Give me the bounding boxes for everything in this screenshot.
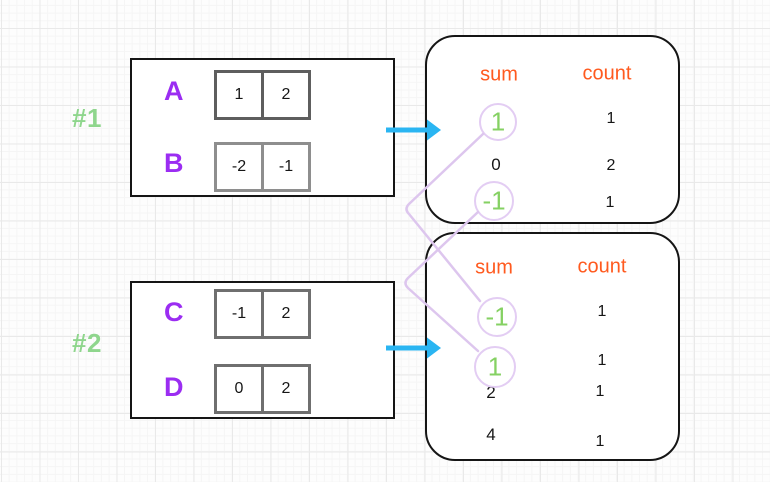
array-b-cell-0: -2 <box>214 142 264 192</box>
array-a-cell-1: 2 <box>261 70 311 120</box>
group2-sum-table: sum count -1 1 1 1 2 1 4 1 <box>425 232 680 461</box>
table1-row2-sum: 0 <box>491 155 501 174</box>
array-c-label: C <box>164 297 184 327</box>
group2-array-box: C -1 2 D 0 2 <box>130 281 395 419</box>
table2-sum-header: sum <box>475 256 513 279</box>
table1-row2-count: 2 <box>606 157 616 174</box>
table2-count-header: count <box>577 255 627 278</box>
array-d-cells: 0 2 <box>214 364 311 414</box>
array-b-cell-1: -1 <box>261 142 311 192</box>
table2-row4-count: 1 <box>595 433 605 450</box>
array-c-cell-1: 2 <box>261 289 311 339</box>
array-d-cell-1: 2 <box>261 364 311 414</box>
group1-array-box: A 1 2 B -2 -1 <box>130 58 395 197</box>
table2-row4-sum: 4 <box>486 425 496 444</box>
table1-row3-count: 1 <box>605 194 615 211</box>
array-c-cells: -1 2 <box>214 289 311 339</box>
table2-row1-count: 1 <box>597 303 607 320</box>
array-b-label: B <box>164 148 184 178</box>
group1-tag: #1 <box>72 103 102 133</box>
table1-sum-header: sum <box>480 63 518 86</box>
array-a-label: A <box>164 76 184 106</box>
highlight-circle-t2-r2 <box>474 346 516 388</box>
table1-row3-sum: -1 <box>482 185 506 216</box>
table2-row1-sum: -1 <box>485 301 509 332</box>
group1-sum-table: sum count 1 1 0 2 -1 1 <box>425 35 680 224</box>
array-c-cell-0: -1 <box>214 289 264 339</box>
array-b-cells: -2 -1 <box>214 142 311 192</box>
table1-count-header: count <box>582 62 632 85</box>
table2-row2-count: 1 <box>597 352 607 369</box>
table2-row3-count: 1 <box>595 383 605 400</box>
table2-row2-sum: 1 <box>487 351 503 382</box>
group2-tag: #2 <box>72 328 102 358</box>
array-a-cell-0: 1 <box>214 70 264 120</box>
array-a-cells: 1 2 <box>214 70 311 120</box>
array-d-label: D <box>164 372 184 402</box>
table2-row3-sum: 2 <box>486 383 496 402</box>
table1-row1-sum: 1 <box>490 106 506 137</box>
highlight-circle-t1-r1 <box>479 103 517 141</box>
array-d-cell-0: 0 <box>214 364 264 414</box>
table1-row1-count: 1 <box>606 110 616 127</box>
